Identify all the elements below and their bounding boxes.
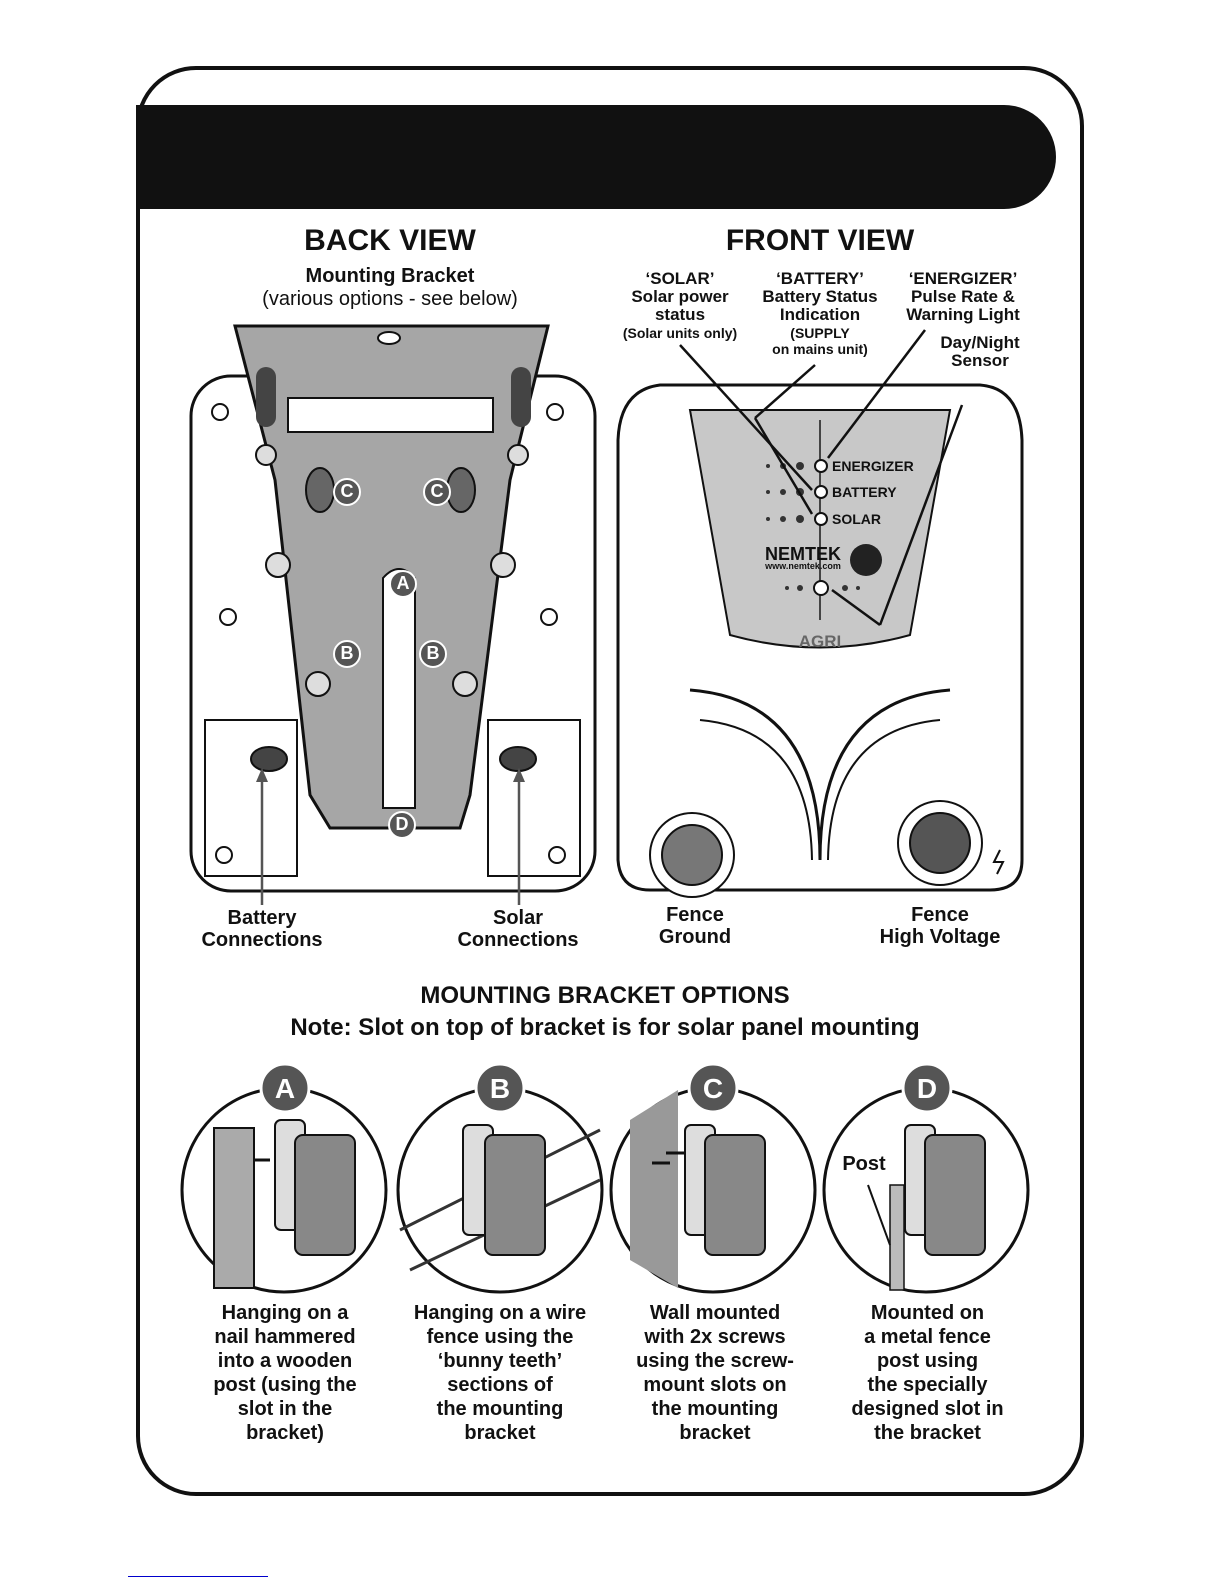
energizer-callout-line2: Pulse Rate & [911,287,1015,306]
solar-callout-line4: (Solar units only) [622,325,738,341]
option-c-line: with 2x screws [644,1326,786,1348]
panel-solar-label: SOLAR [832,511,881,527]
option-c-line: mount slots on [643,1374,787,1396]
option-c-line: using the screw- [636,1350,794,1372]
options-note: Note: Slot on top of bracket is for sola… [290,1014,920,1041]
option-d-line: designed slot in [851,1398,1004,1420]
fence-hv-line1: Fence [911,904,969,926]
solar-connections-line1: Solar [492,907,544,929]
option-b-line: bracket [464,1422,536,1444]
option-b-line: Hanging on a wire [413,1302,587,1324]
panel-battery-label: BATTERY [832,484,897,500]
option-d-illustration [822,1086,1030,1294]
option-b-illustration [396,1086,604,1294]
front-view-title: FRONT VIEW [725,224,915,257]
marker-a-label: A [396,573,410,593]
options-title: MOUNTING BRACKET OPTIONS [420,982,790,1009]
option-a-line: slot in the [237,1398,333,1420]
option-d-line: the bracket [874,1422,981,1444]
sensor-callout-line2: Sensor [951,351,1009,370]
back-view-title: BACK VIEW [304,224,476,257]
marker-c-left [333,478,361,506]
solar-callout-line3: status [654,305,706,324]
fence-ground-line1: Fence [666,904,724,926]
fence-hv-line2: High Voltage [879,926,1001,948]
panel-brand: NEMTEK [765,544,841,564]
header-bar [136,105,1056,209]
option-b-line: the mounting [436,1398,564,1420]
marker-d-label: D [395,814,409,834]
marker-d [388,811,416,839]
fence-ground-line2: Ground [658,926,732,948]
battery-connections-line2: Connections [201,929,323,951]
post-label: Post [842,1153,886,1175]
option-d-line: the specially [867,1374,988,1396]
option-b-line: ‘bunny teeth’ [437,1350,563,1372]
battery-callout-line1: ‘BATTERY’ [776,269,864,288]
battery-callout-line2: Battery Status [762,287,878,306]
bracket-title: Mounting Bracket [305,265,475,287]
option-b-line: sections of [447,1374,553,1396]
marker-c-right [423,478,451,506]
option-b-letter: B [489,1073,511,1104]
option-letter-badges [259,1062,953,1114]
option-c-line: the mounting [651,1398,779,1420]
energizer-callout-line3: Warning Light [906,305,1020,324]
option-a-line: post (using the [213,1374,357,1396]
solar-callout-line2: Solar power [631,287,729,306]
panel-model: AGRI [798,632,842,651]
option-a-line: nail hammered [214,1326,356,1348]
sensor-callout-line1: Day/Night [940,333,1020,352]
marker-c-left-label: C [340,481,354,501]
option-a-line: into a wooden [217,1350,353,1372]
panel-energizer-label: ENERGIZER [832,458,914,474]
solar-arrow [513,768,525,905]
panel-url: www.nemtek.com [765,561,841,571]
solar-connections-line2: Connections [457,929,579,951]
marker-b-left [333,640,361,668]
callout-leader-lines [679,329,964,627]
bracket-subtitle: (various options - see below) [262,288,518,310]
option-a-letter: A [274,1073,296,1104]
energizer-callout-line1: ‘ENERGIZER’ [908,269,1018,288]
battery-callout-line3: Indication [779,305,861,324]
battery-arrow [256,768,268,905]
marker-b-right [419,640,447,668]
battery-callout-line5: on mains unit) [772,341,868,357]
option-d-line: Mounted on [870,1302,985,1324]
footer-rule [128,1576,268,1577]
option-b-line: fence using the [426,1326,574,1348]
option-c-line: bracket [679,1422,751,1444]
option-d-letter: D [916,1073,938,1104]
battery-callout-line4: (SUPPLY [790,325,850,341]
solar-callout-line1: ‘SOLAR’ [645,269,715,288]
battery-connections-line1: Battery [227,907,297,929]
option-a-line: Hanging on a [221,1302,349,1324]
option-c-letter: C [702,1073,724,1104]
option-d-line: post using [876,1350,979,1372]
option-a-illustration [180,1086,388,1294]
option-c-illustration [609,1086,817,1294]
marker-b-right-label: B [426,643,440,663]
marker-a [389,570,417,598]
marker-b-left-label: B [340,643,354,663]
option-d-line: a metal fence [864,1326,991,1348]
option-a-line: bracket) [246,1422,324,1444]
marker-c-right-label: C [430,481,444,501]
option-c-line: Wall mounted [649,1302,781,1324]
